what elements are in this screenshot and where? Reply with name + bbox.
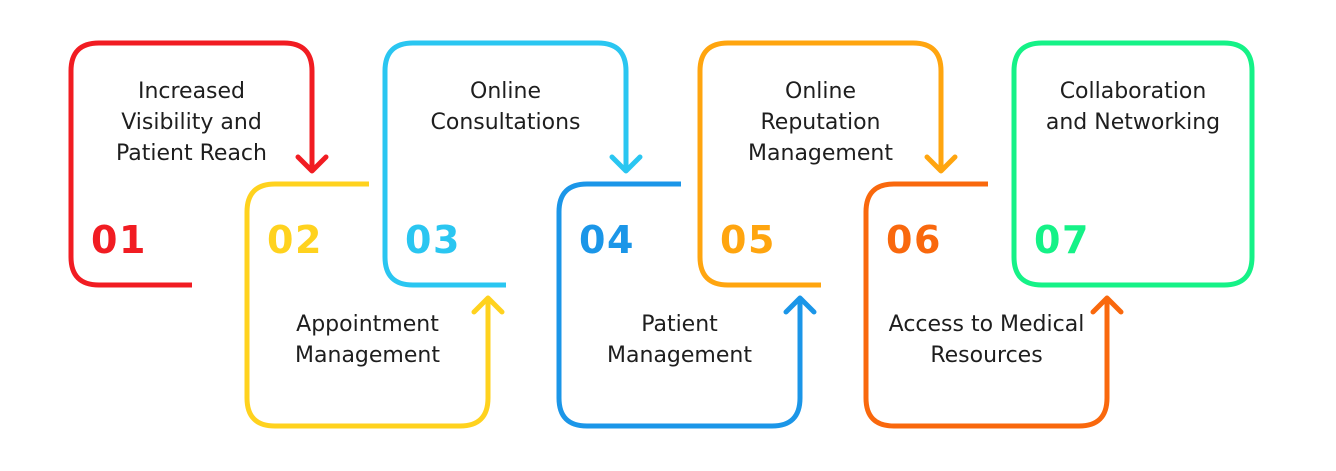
step-04-label: Patient Management [607, 312, 752, 368]
step-04-number: 04 [579, 218, 635, 262]
arrow-up-icon [783, 295, 817, 315]
step-07-label: Collaboration and Networking [1045, 79, 1221, 135]
step-06-outline [863, 181, 1110, 429]
step-07-number: 07 [1034, 218, 1090, 262]
step-01-label: Increased Visibility and Patient Reach [116, 79, 267, 166]
step-06-label: Access to Medical Resources [888, 312, 1085, 368]
step-02-label: Appointment Management [295, 312, 440, 368]
step-03-number: 03 [405, 218, 461, 262]
step-07-outline [1011, 40, 1255, 288]
step-05-number: 05 [720, 218, 776, 262]
step-01-number: 01 [91, 218, 147, 262]
step-02-outline [244, 181, 491, 429]
step-03-outline [382, 40, 629, 288]
arrow-up-icon [471, 295, 505, 315]
step-03-label: Online Consultations [430, 79, 581, 135]
step-05-label: Online Reputation Management [748, 79, 893, 166]
arrow-down-icon [924, 154, 958, 174]
step-02-number: 02 [267, 218, 323, 262]
arrow-up-icon [1090, 295, 1124, 315]
arrow-down-icon [295, 154, 329, 174]
step-04-outline [556, 181, 803, 429]
step-06-number: 06 [886, 218, 942, 262]
arrow-down-icon [609, 154, 643, 174]
step-01-outline [68, 40, 315, 288]
step-05-outline [697, 40, 944, 288]
